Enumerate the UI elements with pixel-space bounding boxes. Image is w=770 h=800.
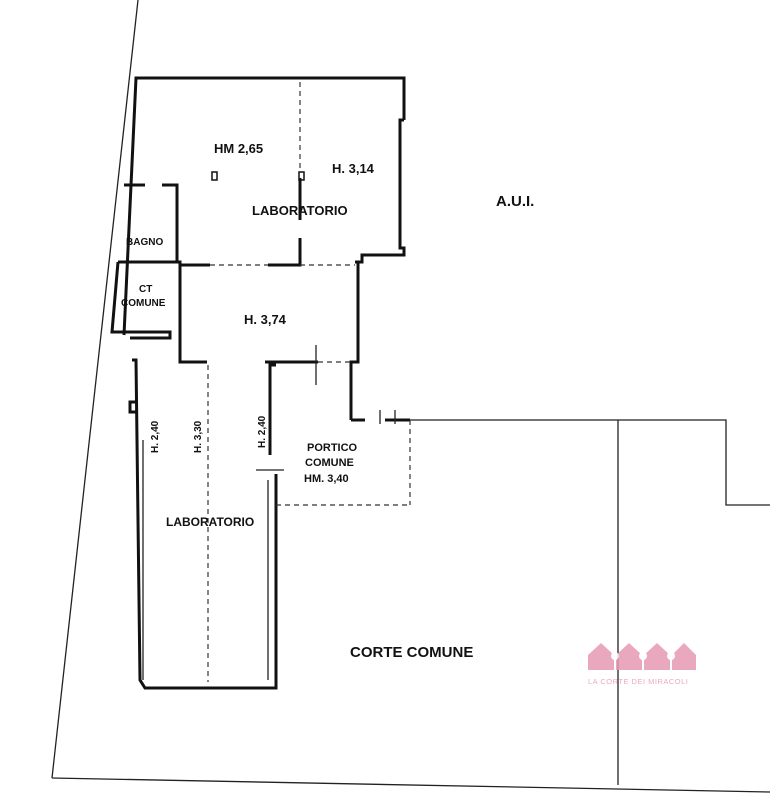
label-h-240-right: H. 2,40 xyxy=(257,415,268,448)
house-icon xyxy=(588,643,696,670)
label-portico: PORTICO xyxy=(307,442,358,454)
label-aui: A.U.I. xyxy=(496,193,534,210)
label-h-330: H. 3,30 xyxy=(193,420,204,453)
label-h-314: H. 3,14 xyxy=(332,161,375,176)
watermark-logo: LA CORTE DEI MIRACOLI xyxy=(588,643,696,686)
label-h-240-left: H. 2,40 xyxy=(150,420,161,453)
dashed-lines xyxy=(207,82,411,682)
building-walls xyxy=(110,76,410,690)
label-h-374: H. 3,74 xyxy=(244,312,287,327)
watermark-text: LA CORTE DEI MIRACOLI xyxy=(588,677,688,686)
label-corte-comune: CORTE COMUNE xyxy=(350,644,473,661)
label-hm-265: HM 2,65 xyxy=(214,141,263,156)
label-ct: CT xyxy=(139,284,152,295)
label-laboratorio-bottom: LABORATORIO xyxy=(166,515,254,529)
label-portico-comune: COMUNE xyxy=(305,457,354,469)
label-hm-340: HM. 3,40 xyxy=(304,473,349,485)
label-bagno: BAGNO xyxy=(126,237,163,248)
label-ct-comune: COMUNE xyxy=(121,298,166,309)
label-laboratorio-top: LABORATORIO xyxy=(252,203,348,218)
property-boundary xyxy=(51,0,770,793)
